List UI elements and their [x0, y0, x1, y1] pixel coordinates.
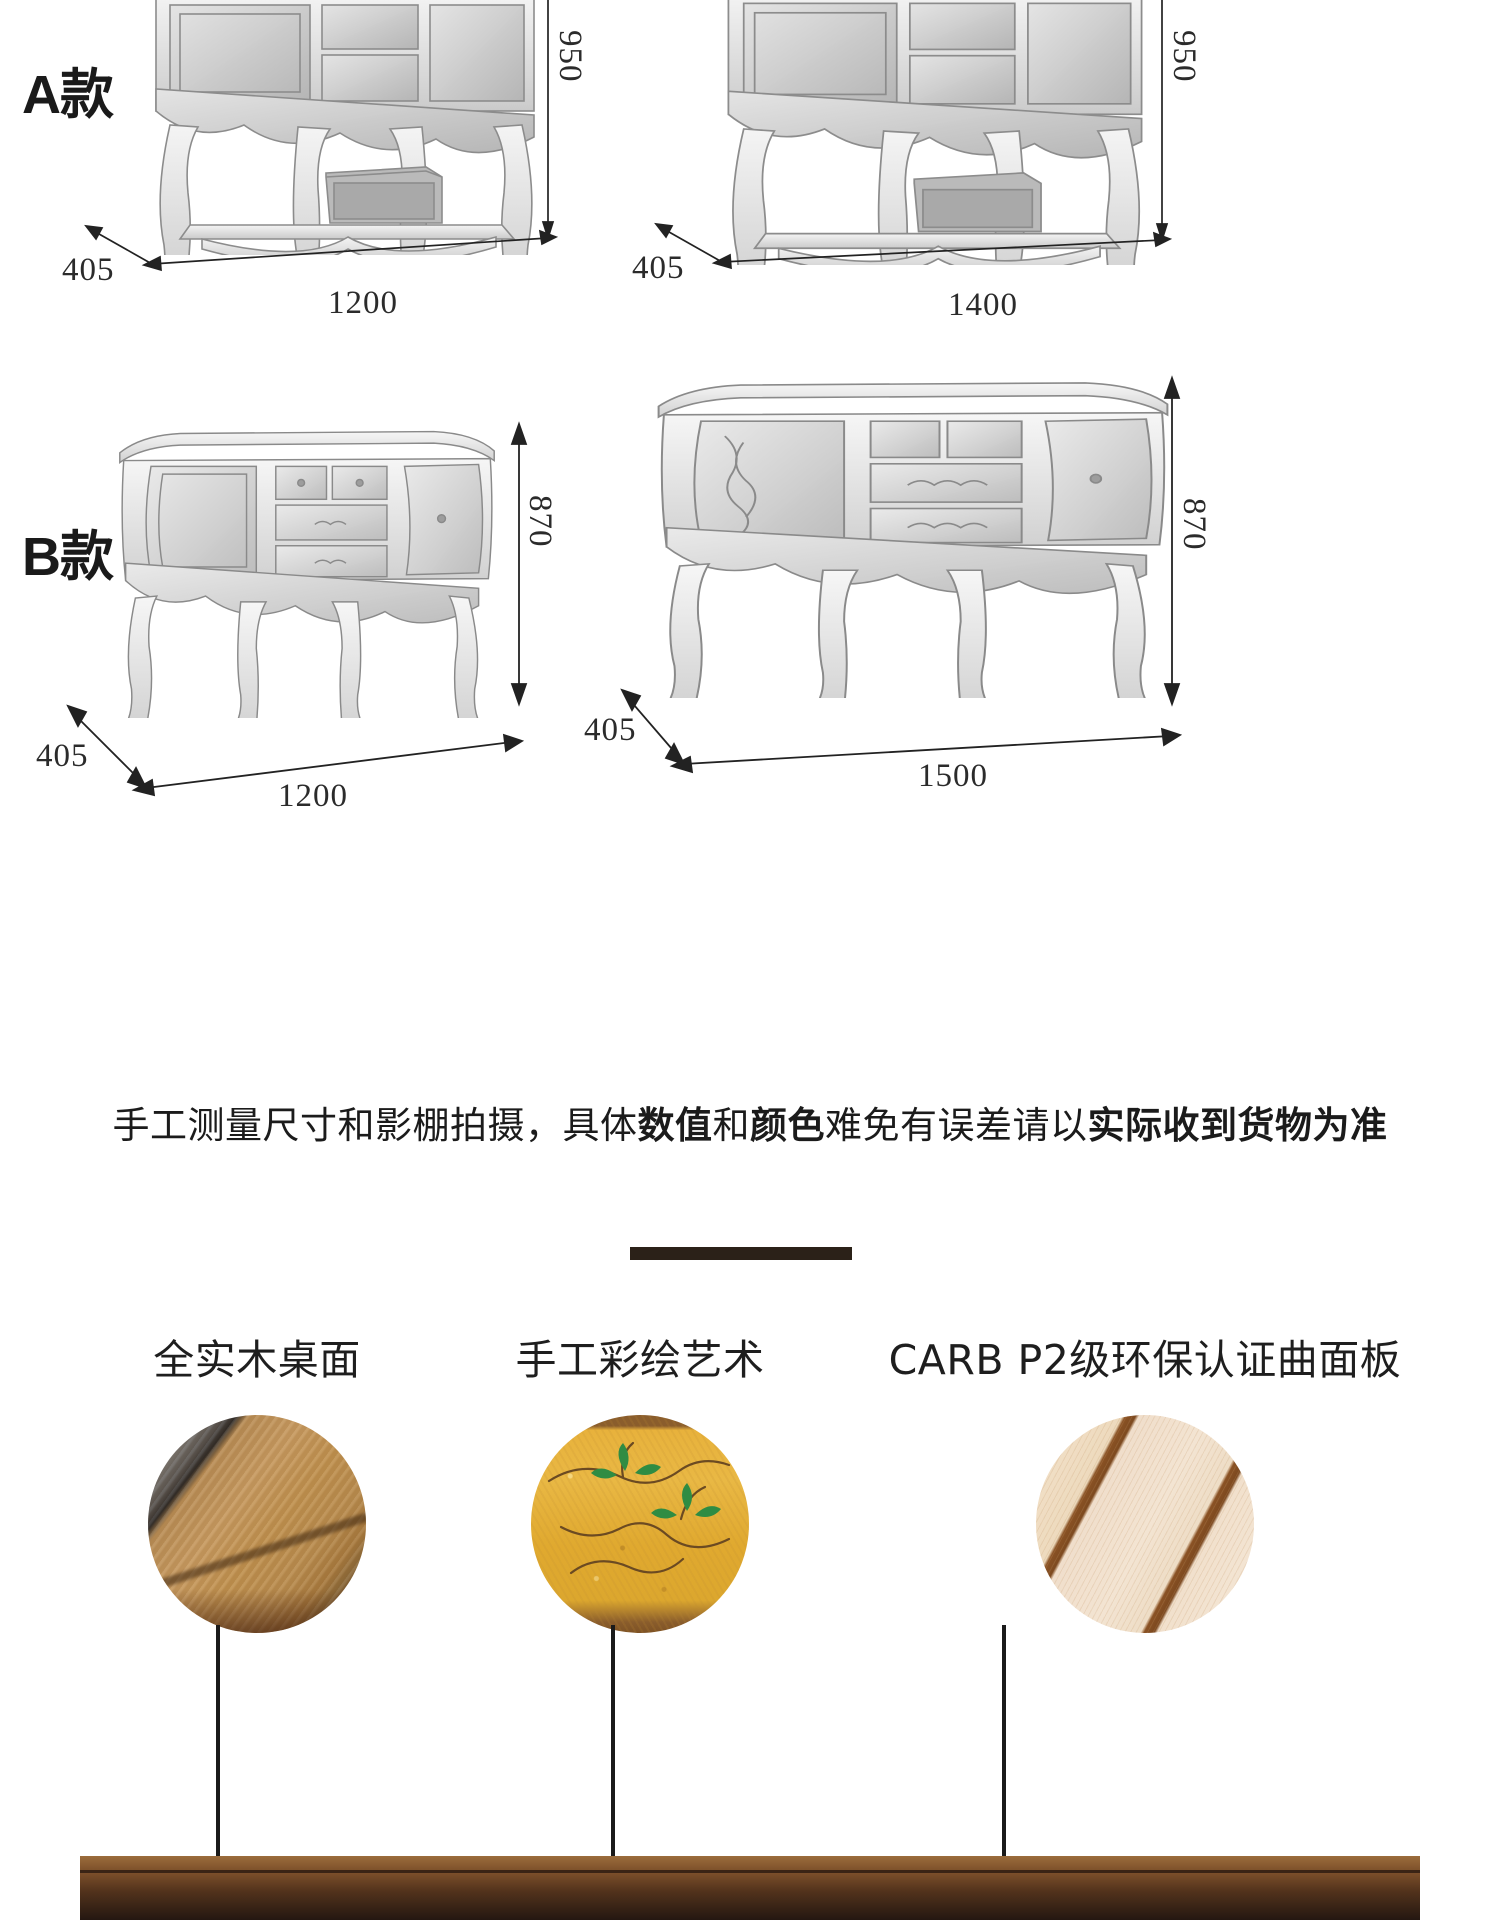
- furniture-drawing-a-1200: [130, 0, 560, 255]
- dimension-width-b-right: 1500: [918, 758, 988, 794]
- feature-pointer-line-2: [611, 1625, 615, 1865]
- feature-title-carb-p2-board: CARB P2级环保认证曲面板: [888, 1336, 1402, 1384]
- board-cross-section-base: [1036, 1415, 1254, 1633]
- feature-pointer-line-1: [216, 1625, 220, 1865]
- disclaimer-bold-value: 数值: [637, 1104, 713, 1147]
- feature-title-solid-wood-tabletop: 全实木桌面: [153, 1336, 361, 1384]
- model-label-b: B款: [22, 527, 114, 587]
- dimension-depth-a-right: 405: [632, 250, 685, 286]
- dimension-depth-b-right: 405: [584, 712, 637, 748]
- dimension-height-b-right: 870: [1176, 498, 1212, 551]
- furniture-drawing-b-1200: [112, 418, 502, 718]
- feature-image-carb-p2-board: [1036, 1415, 1254, 1633]
- bottom-product-photo: [80, 1870, 1420, 1920]
- feature-image-hand-painted-art: [531, 1415, 749, 1633]
- feature-item-hand-painted-art: 手工彩绘艺术: [490, 1340, 790, 1633]
- bottom-product-photo-ledge: [80, 1856, 1420, 1872]
- disclaimer-part-3: 难免有误差请以: [825, 1104, 1088, 1147]
- wood-shadow: [148, 1589, 366, 1633]
- dimension-width-b-left: 1200: [278, 778, 348, 814]
- feature-pointer-line-3: [1002, 1625, 1006, 1865]
- model-label-a: A款: [22, 65, 114, 125]
- furniture-drawing-b-1500: [648, 368, 1178, 698]
- dimension-height-a-left: 950: [552, 30, 588, 83]
- disclaimer-bold-color: 颜色: [750, 1104, 825, 1147]
- disclaimer-part-2: 和: [712, 1104, 750, 1147]
- dimension-width-a-left: 1200: [328, 285, 398, 321]
- feature-highlights-section: 全实木桌面 手工彩绘艺术: [0, 1340, 1500, 1920]
- feature-image-solid-wood-tabletop: [148, 1415, 366, 1633]
- feature-title-hand-painted-art: 手工彩绘艺术: [515, 1336, 765, 1384]
- measurement-disclaimer: 手工测量尺寸和影棚拍摄，具体数值和颜色难免有误差请以实际收到货物为准: [0, 1095, 1500, 1149]
- section-divider: [630, 1247, 852, 1260]
- dimension-height-a-right: 950: [1166, 30, 1202, 83]
- disclaimer-part-1: 手工测量尺寸和影棚拍摄，具体: [112, 1104, 638, 1147]
- dimension-height-b-left: 870: [522, 495, 558, 548]
- dimension-depth-b-left: 405: [36, 738, 89, 774]
- painted-vine-motif: [547, 1441, 731, 1575]
- board-grain-texture: [1036, 1415, 1254, 1633]
- dimension-depth-a-left: 405: [62, 252, 115, 288]
- disclaimer-bold-actual: 实际收到货物为准: [1087, 1104, 1388, 1147]
- dimension-diagram-section: A款 B款: [0, 0, 1500, 870]
- feature-item-solid-wood-tabletop: 全实木桌面: [107, 1340, 407, 1633]
- feature-item-carb-p2-board: CARB P2级环保认证曲面板: [815, 1340, 1475, 1633]
- furniture-drawing-a-1400: [700, 0, 1170, 265]
- dimension-width-a-right: 1400: [948, 287, 1018, 323]
